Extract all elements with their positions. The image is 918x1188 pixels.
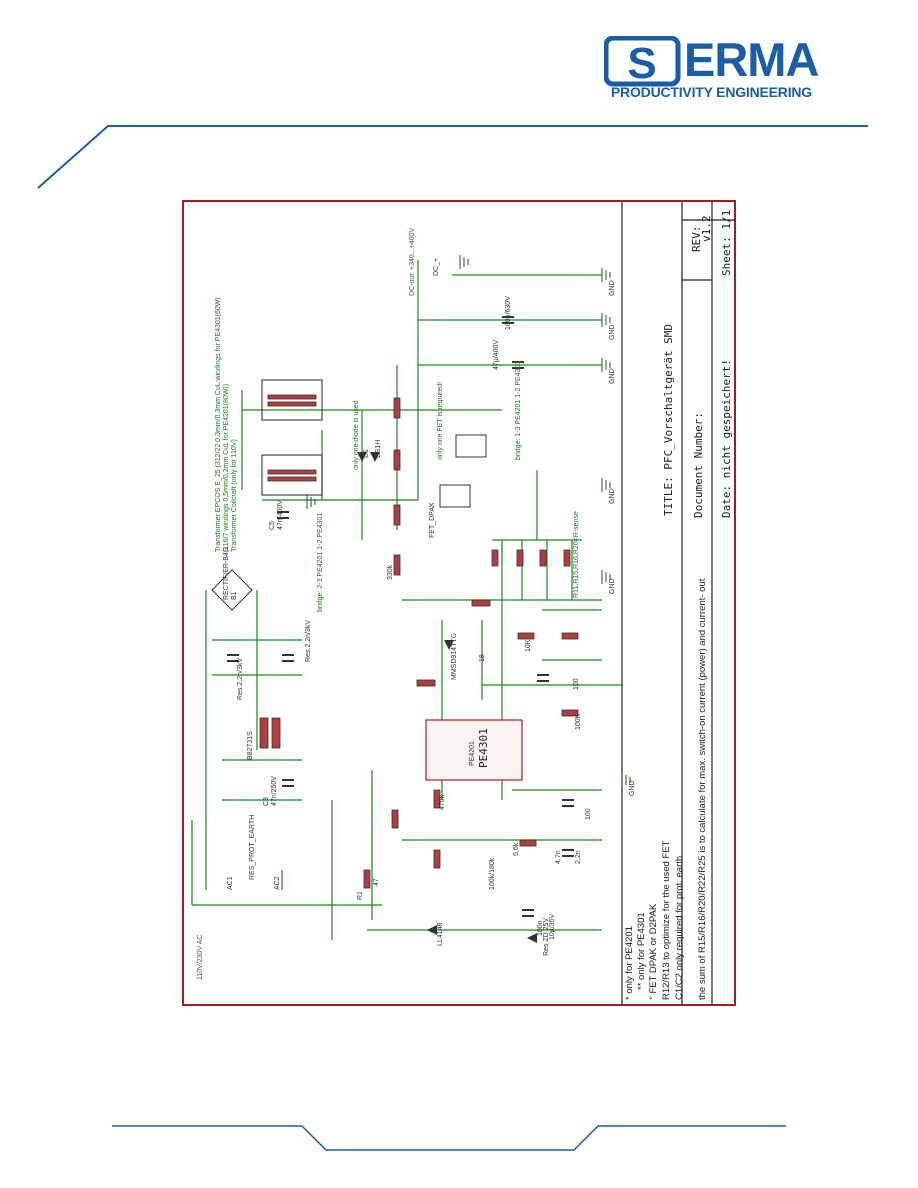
label-c2-val: Res.2,2n/3kV xyxy=(305,620,312,662)
serma-logo: S xyxy=(604,36,681,88)
notes-block: * only for PE4201 ** only for PE4301 ° F… xyxy=(624,578,708,1000)
logo-wordmark: ERMA xyxy=(684,33,819,86)
label-c5: C5 xyxy=(269,521,276,530)
label-gnd-4: GND xyxy=(609,488,616,504)
label-one-diode: only one diode is used xyxy=(353,400,360,470)
label-c9-val: 4,7n xyxy=(555,850,562,864)
header-rule xyxy=(37,125,868,189)
label-gnd-2: GND xyxy=(609,324,616,340)
label-ac1: AC1 xyxy=(227,876,234,890)
label-c11-val: 100 xyxy=(585,808,592,820)
label-bridge-2: bridge: 1-3 PE4201 1-2 PE4301 xyxy=(515,361,522,460)
note-5: C1/C2 only required for prot. earth xyxy=(674,856,685,1000)
label-r-330k: 330k xyxy=(387,564,394,580)
label-res-prot: RES_PROT_EARTH xyxy=(249,815,256,880)
label-l1-val: B82731S xyxy=(247,731,254,760)
label-c10-val: 2,2n xyxy=(575,850,582,864)
label-c3-val: 47n/250V xyxy=(271,776,278,806)
footer-rule xyxy=(112,1125,786,1151)
label-c6-val: 100n/630V xyxy=(505,296,512,330)
note-4: R12/R13 to optimize for the used FET xyxy=(661,840,672,1000)
label-d3: LL4148 xyxy=(437,923,444,946)
label-gnd-6: GND xyxy=(629,780,636,796)
note-2: ** only for PE4301 xyxy=(636,912,647,990)
label-c1-val: Res.2,2n/3kV xyxy=(237,658,244,700)
label-fet: FET_DPAK xyxy=(429,502,436,538)
label-b1: B1 xyxy=(231,591,238,600)
schematic-border xyxy=(182,200,736,1006)
label-transformer-epcos: Transformer EPCOS E_25 (312/22 0,3mm/0,3… xyxy=(215,297,222,552)
label-rectifier: RECTIFIER-B4S xyxy=(223,547,230,600)
sheet-text: Sheet: 1/1 xyxy=(720,210,733,276)
title-block: TITLE: PFC_Vorschaltgerät SMD Document N… xyxy=(621,202,735,1005)
document-number: Document Number: xyxy=(692,412,705,518)
label-r1: R1 xyxy=(357,891,364,900)
rev-label: REV: xyxy=(690,226,703,253)
label-c4-val: 47µ/400V xyxy=(493,340,500,370)
label-r1-val: 47 xyxy=(373,878,380,886)
note-6: the sum of R15/R16/R20/R22/R25 is to cal… xyxy=(697,578,708,1000)
label-c8-val: 10µ/35V xyxy=(549,913,556,940)
label-d4: Res ZD 25V xyxy=(543,918,550,956)
diodes xyxy=(357,452,537,943)
label-one-fet: only one FET is required! xyxy=(437,382,444,460)
ic-label-alt: PE4201 xyxy=(469,741,476,766)
passive-components xyxy=(227,316,579,917)
label-transformer-epcos-2: (116/7 windings 0,5mm/0,3mm CuL for PE42… xyxy=(223,384,230,552)
label-dc-out: DC-out: +340...+400V xyxy=(409,228,416,296)
label-transformer-coilcraft: Transformer Coilcraft (only for 110V) xyxy=(231,439,238,552)
label-c5-val: 47n/400V xyxy=(277,500,284,530)
label-r-10k: 10K xyxy=(525,639,532,652)
logo-letter-s: S xyxy=(627,39,656,88)
label-r-100k: 100K xyxy=(575,713,582,730)
label-bridge-1: bridge: 2-3 PE4201 1-2 PE4301 xyxy=(317,513,324,612)
label-ac2: AC2 xyxy=(274,876,281,890)
label-c12-val: 100 xyxy=(573,678,580,690)
schematic-labels: Transformer EPCOS E_25 (312/22 0,3mm/0,3… xyxy=(197,228,636,980)
rectifier-symbol xyxy=(211,569,253,611)
label-dc-plus: DC_+ xyxy=(433,258,440,276)
label-gnd-3: GND xyxy=(609,368,616,384)
note-1: * only for PE4201 xyxy=(624,926,635,1000)
label-r-sense: R11,R15,R16,R20=R-sense xyxy=(573,511,580,598)
title-text: TITLE: PFC_Vorschaltgerät SMD xyxy=(662,324,675,516)
transformers xyxy=(259,379,323,749)
label-r13-val: 18 xyxy=(479,654,486,662)
mosfets xyxy=(439,434,487,508)
ground-symbols xyxy=(306,255,631,787)
label-d5: MMSD914TTG xyxy=(451,633,458,680)
logo-tagline: PRODUCTIVITY ENGINEERING xyxy=(610,84,812,100)
label-gnd-5: GND xyxy=(609,578,616,594)
wiring xyxy=(191,260,622,940)
ic-label: PE4301 xyxy=(477,728,490,768)
label-gnd-1: GND xyxy=(609,280,616,296)
note-3: ° FET DPAK or D2PAK xyxy=(648,903,659,1000)
rev-value: v1.2 xyxy=(700,216,713,243)
label-r17-val: 100k/180k xyxy=(489,857,496,890)
label-r18-val: 5,6k xyxy=(513,842,520,856)
label-c7-val: 100n xyxy=(537,920,544,936)
pfc-controller-ic: PE4301 PE4201 xyxy=(425,719,523,781)
label-d2: ES1H xyxy=(375,440,382,458)
label-c3: C3 xyxy=(263,797,270,806)
label-d1: D1 xyxy=(363,449,370,458)
schematic-sheet: TITLE: PFC_Vorschaltgerät SMD Document N… xyxy=(182,200,736,1006)
label-input: 110V/230V AC xyxy=(197,935,204,980)
label-r-470k: 470k xyxy=(439,794,446,810)
date-text: Date: nicht gespeichert! xyxy=(720,359,733,518)
